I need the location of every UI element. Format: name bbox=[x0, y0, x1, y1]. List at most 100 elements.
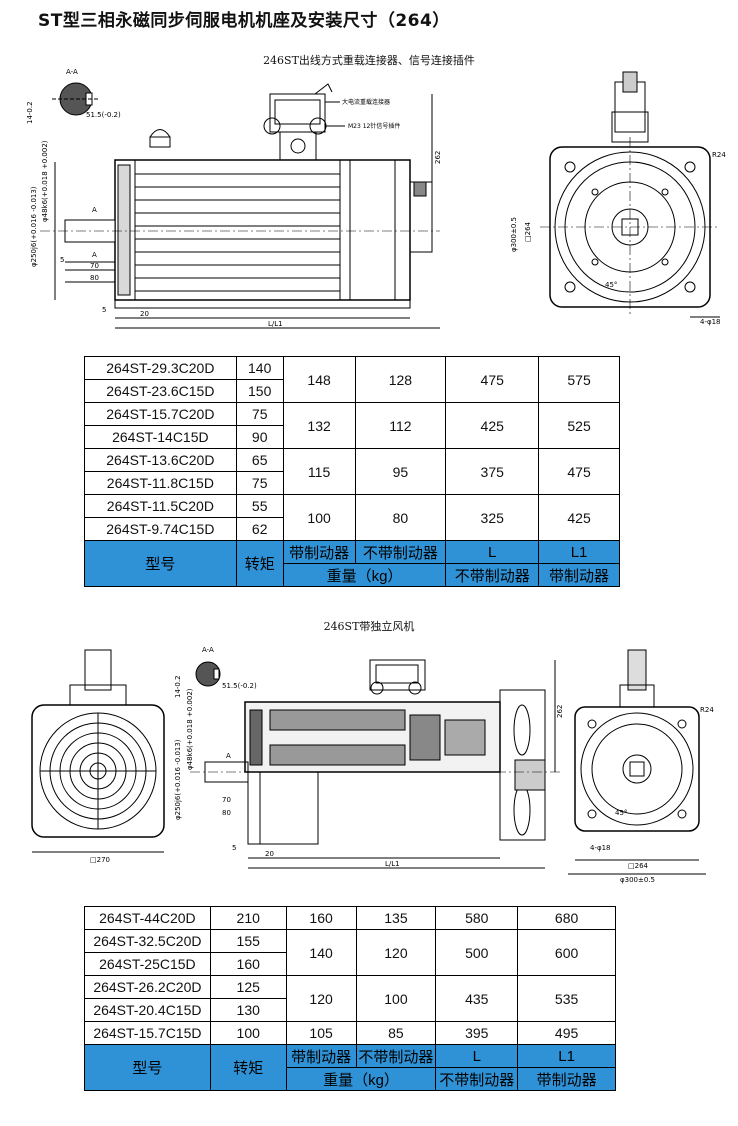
torque-cell: 150 bbox=[235, 379, 284, 403]
key-dim: 14-0.2 bbox=[26, 101, 34, 124]
dim-262-2: 262 bbox=[556, 705, 564, 718]
fan-end-view: □270 bbox=[31, 649, 165, 864]
motor-drawing-2: □270 A-A 51.5(-0.2) 14-0.2 262 φ48k6(+0.… bbox=[31, 646, 714, 884]
header-L1-sub: 带制动器 bbox=[538, 563, 620, 587]
dim-20-2: 20 bbox=[265, 850, 274, 858]
header-with-brake: 带制动器 bbox=[285, 1044, 357, 1068]
motor-cutaway-view: 262 φ48k6(+0.018 +0.002) φ250j6(+0.016 -… bbox=[174, 659, 564, 869]
dim-45: 45° bbox=[605, 281, 617, 289]
dim-45-2: 45° bbox=[615, 809, 627, 817]
header-row-2: 重量（kg）不带制动器带制动器 bbox=[85, 563, 620, 587]
weight-brake-cell: 140 bbox=[285, 929, 357, 976]
length-L-cell: 395 bbox=[435, 1021, 519, 1045]
motor-end-view: R24 φ300±0.5 □264 45° 4-φ18 bbox=[510, 71, 726, 326]
dim-300: φ300±0.5 bbox=[510, 217, 518, 252]
weight-nobrake-cell: 80 bbox=[354, 494, 447, 541]
section2-caption: 246ST带独立风机 bbox=[323, 620, 415, 633]
dim-80-2: 80 bbox=[222, 809, 231, 817]
torque-cell: 90 bbox=[235, 425, 284, 449]
torque-cell: 125 bbox=[209, 975, 287, 999]
header-torque: 转矩 bbox=[209, 1044, 287, 1091]
header-L1: L1 bbox=[517, 1044, 616, 1068]
dim-shaft-2: φ48k6(+0.018 +0.002) bbox=[186, 688, 194, 770]
page-title: ST型三相永磁同步伺服电机机座及安装尺寸（264） bbox=[38, 11, 450, 31]
length-L-cell: 425 bbox=[445, 402, 540, 449]
header-L: L bbox=[445, 540, 540, 564]
model-cell: 264ST-32.5C20D bbox=[84, 929, 211, 953]
weight-nobrake-cell: 128 bbox=[354, 356, 447, 403]
dim-70-2: 70 bbox=[222, 796, 231, 804]
weight-brake-cell: 115 bbox=[282, 448, 356, 495]
dim-shaft: φ48k6(+0.018 +0.002) bbox=[41, 140, 49, 222]
dim-80: 80 bbox=[90, 274, 99, 282]
dim-L-2: L/L1 bbox=[385, 860, 400, 868]
header-L-sub: 不带制动器 bbox=[435, 1067, 519, 1091]
length-L1-cell: 475 bbox=[538, 448, 620, 495]
torque-cell: 62 bbox=[235, 517, 284, 541]
weight-nobrake-cell: 135 bbox=[355, 906, 437, 930]
weight-brake-cell: 148 bbox=[282, 356, 356, 403]
torque-cell: 65 bbox=[235, 448, 284, 472]
length-L1-cell: 600 bbox=[517, 929, 616, 976]
length-L-cell: 580 bbox=[435, 906, 519, 930]
header-with-brake: 带制动器 bbox=[282, 540, 356, 564]
model-cell: 264ST-15.7C15D bbox=[84, 1021, 211, 1045]
motor-end-view-2: R24 45° 4-φ18 □264 φ300±0.5 bbox=[568, 649, 714, 884]
view-label: A-A bbox=[66, 68, 78, 76]
weight-nobrake-cell: 85 bbox=[355, 1021, 437, 1045]
torque-cell: 75 bbox=[235, 402, 284, 426]
annot-signal: M23 12针信号插件 bbox=[348, 122, 400, 130]
weight-brake-cell: 160 bbox=[285, 906, 357, 930]
model-cell: 264ST-11.8C15D bbox=[84, 471, 237, 495]
weight-brake-cell: 105 bbox=[285, 1021, 357, 1045]
dim-264: □264 bbox=[524, 221, 532, 242]
dim-262: 262 bbox=[434, 151, 442, 164]
weight-nobrake-cell: 100 bbox=[355, 975, 437, 1022]
dim-r24: R24 bbox=[712, 151, 726, 159]
model-cell: 264ST-29.3C20D bbox=[84, 356, 237, 380]
length-L-cell: 435 bbox=[435, 975, 519, 1022]
model-cell: 264ST-25C15D bbox=[84, 952, 211, 976]
header-L-sub: 不带制动器 bbox=[445, 563, 540, 587]
label-a-top: A bbox=[92, 206, 97, 214]
length-L1-cell: 525 bbox=[538, 402, 620, 449]
section-view-aa-2: A-A 51.5(-0.2) 14-0.2 bbox=[174, 646, 257, 698]
dim-r24-2: R24 bbox=[700, 706, 714, 714]
header-model: 型号 bbox=[84, 1044, 211, 1091]
torque-cell: 75 bbox=[235, 471, 284, 495]
dim-flange-2: φ250j6(+0.016 -0.013) bbox=[174, 739, 182, 820]
section-view-aa: A-A 51.5(-0.2) 14-0.2 bbox=[26, 68, 121, 124]
weight-brake-cell: 120 bbox=[285, 975, 357, 1022]
header-L1: L1 bbox=[538, 540, 620, 564]
length-L-cell: 475 bbox=[445, 356, 540, 403]
dim-holes: 4-φ18 bbox=[700, 318, 721, 326]
key-dim-2: 14-0.2 bbox=[174, 675, 182, 698]
torque-cell: 55 bbox=[235, 494, 284, 518]
section1-caption: 246ST出线方式重载连接器、信号连接插件 bbox=[263, 54, 475, 67]
view-label-2: A-A bbox=[202, 646, 214, 654]
weight-nobrake-cell: 95 bbox=[354, 448, 447, 495]
model-cell: 264ST-15.7C20D bbox=[84, 402, 237, 426]
model-cell: 264ST-14C15D bbox=[84, 425, 237, 449]
key-dim2-2: 51.5(-0.2) bbox=[222, 682, 257, 690]
model-cell: 264ST-20.4C15D bbox=[84, 998, 211, 1022]
model-cell: 264ST-11.5C20D bbox=[84, 494, 237, 518]
annot-connector: 大电流重载连接器 bbox=[342, 98, 390, 106]
model-cell: 264ST-26.2C20D bbox=[84, 975, 211, 999]
dim-70: 70 bbox=[90, 262, 99, 270]
dim-flange: φ250j6(+0.016 -0.013) bbox=[30, 186, 38, 267]
model-cell: 264ST-23.6C15D bbox=[84, 379, 237, 403]
label-a-2: A bbox=[226, 752, 231, 760]
weight-nobrake-cell: 120 bbox=[355, 929, 437, 976]
